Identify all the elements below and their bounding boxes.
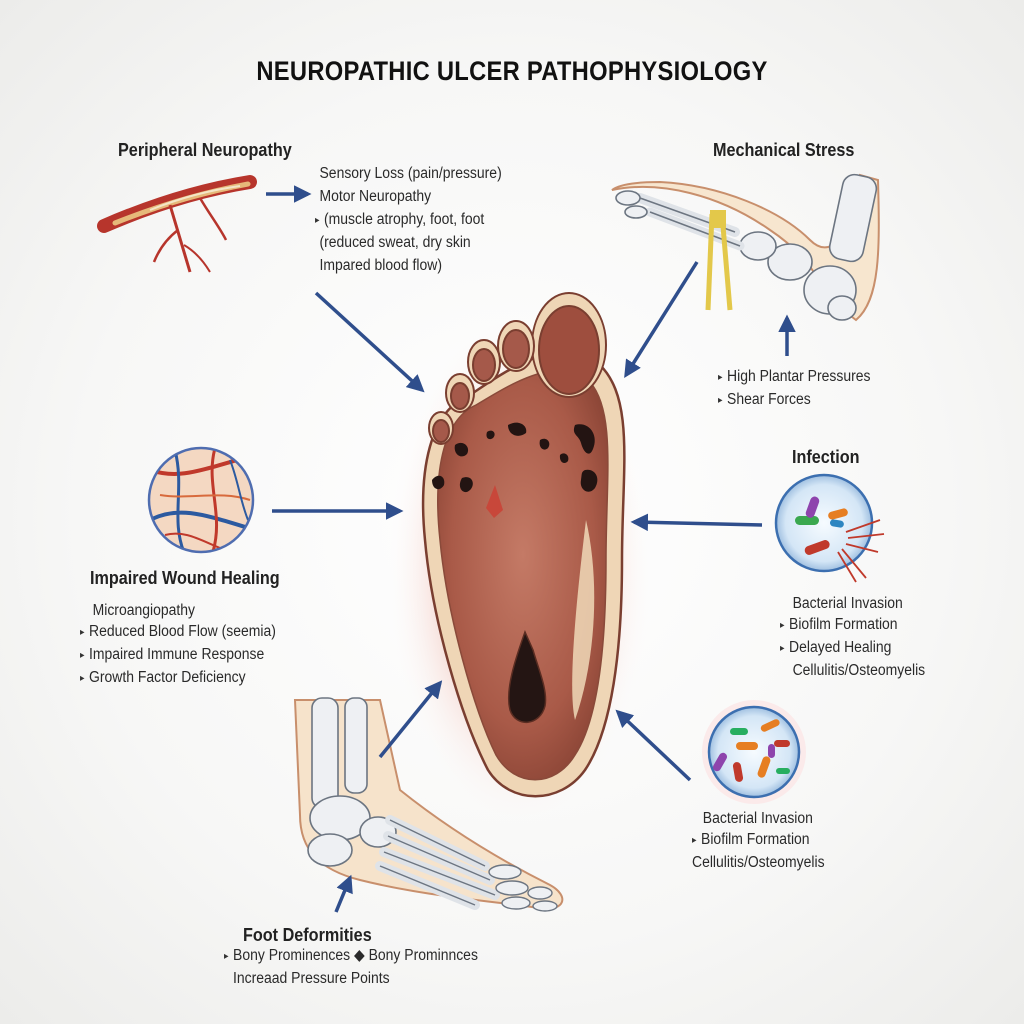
plantar-foot-illustration [385,292,655,830]
arrow-deformity-foot [378,680,443,759]
list-item: ▸High Plantar Pressures [718,368,871,385]
list-item: Impared blood flow) [319,257,443,274]
peripheral-neuropathy-heading: Peripheral Neuropathy [118,140,292,160]
arrow-mechanical-foot [624,261,699,378]
list-item: Bacterial Invasion [792,595,903,612]
mechanical-stress-list: ▸High Plantar Pressures ▸Shear Forces [718,366,870,412]
list-item: Microangiopathy [92,602,195,619]
list-item: ▸(muscle atrophy, foot, foot [315,211,485,228]
list-item: Increaad Pressure Points [233,970,390,987]
microvessel-illustration [147,446,255,554]
arrows [266,185,796,913]
bacteria-illustration-upper [774,473,885,583]
infection-list: Bacterial Invasion ▸Biofilm Formation ▸D… [780,593,925,681]
impaired-wound-healing-heading: Impaired Wound Healing [90,568,280,588]
list-item: ▸Growth Factor Deficiency [80,669,246,686]
list-item: Motor Neuropathy [319,188,432,205]
diagram-title: NEUROPATHIC ULCER PATHOPHYSIOLOGY [256,56,768,86]
list-item: Cellulitis/Osteomyelis [692,854,825,871]
arrow-neuropathy-foot [314,291,425,393]
list-item: ▸Delayed Healing [780,639,892,656]
mechanical-stress-heading: Mechanical Stress [713,140,855,160]
arrow-infection-foot [630,513,763,532]
foot-skeleton-deformity-illustration [293,697,564,912]
arrow-deformity-up [334,874,353,913]
list-item: (reduced sweat, dry skin [319,234,471,251]
artery-illustration [97,175,257,273]
bacteria-illustration-lower [702,700,806,804]
list-item: Cellulitis/Osteomyelis [792,662,926,679]
impaired-wound-healing-list: Microangiopathy ▸Reduced Blood Flow (see… [80,600,276,690]
list-item: Sensory Loss (pain/pressure) [319,165,502,182]
infection-heading: Infection [792,447,860,467]
list-item: ▸Biofilm Formation [692,831,810,848]
toes [428,292,607,445]
plantar-ulcer [507,629,547,723]
list-item: ▸Shear Forces [718,391,811,408]
list-item: ▸Bony Prominences ◆ Bony Prominnces [224,947,478,964]
list-item: ▸Biofilm Formation [780,616,898,633]
peripheral-neuropathy-list: Sensory Loss (pain/pressure) Motor Neuro… [315,163,502,278]
foot-deformities-list: ▸Bony Prominences ◆ Bony Prominnces Incr… [224,945,478,989]
arrow-lower-infection-foot [615,709,692,782]
foot-skeleton-side-illustration [611,173,880,322]
necrotic-patches [432,422,598,493]
list-item: ▸Impaired Immune Response [80,646,265,663]
foot-deformities-heading: Foot Deformities [243,925,372,945]
list-item: ▸Reduced Blood Flow (seemia) [80,623,276,640]
infection-lower-list: Bacterial Invasion ▸Biofilm Formation Ce… [692,808,825,873]
list-item: Bacterial Invasion [702,810,813,827]
